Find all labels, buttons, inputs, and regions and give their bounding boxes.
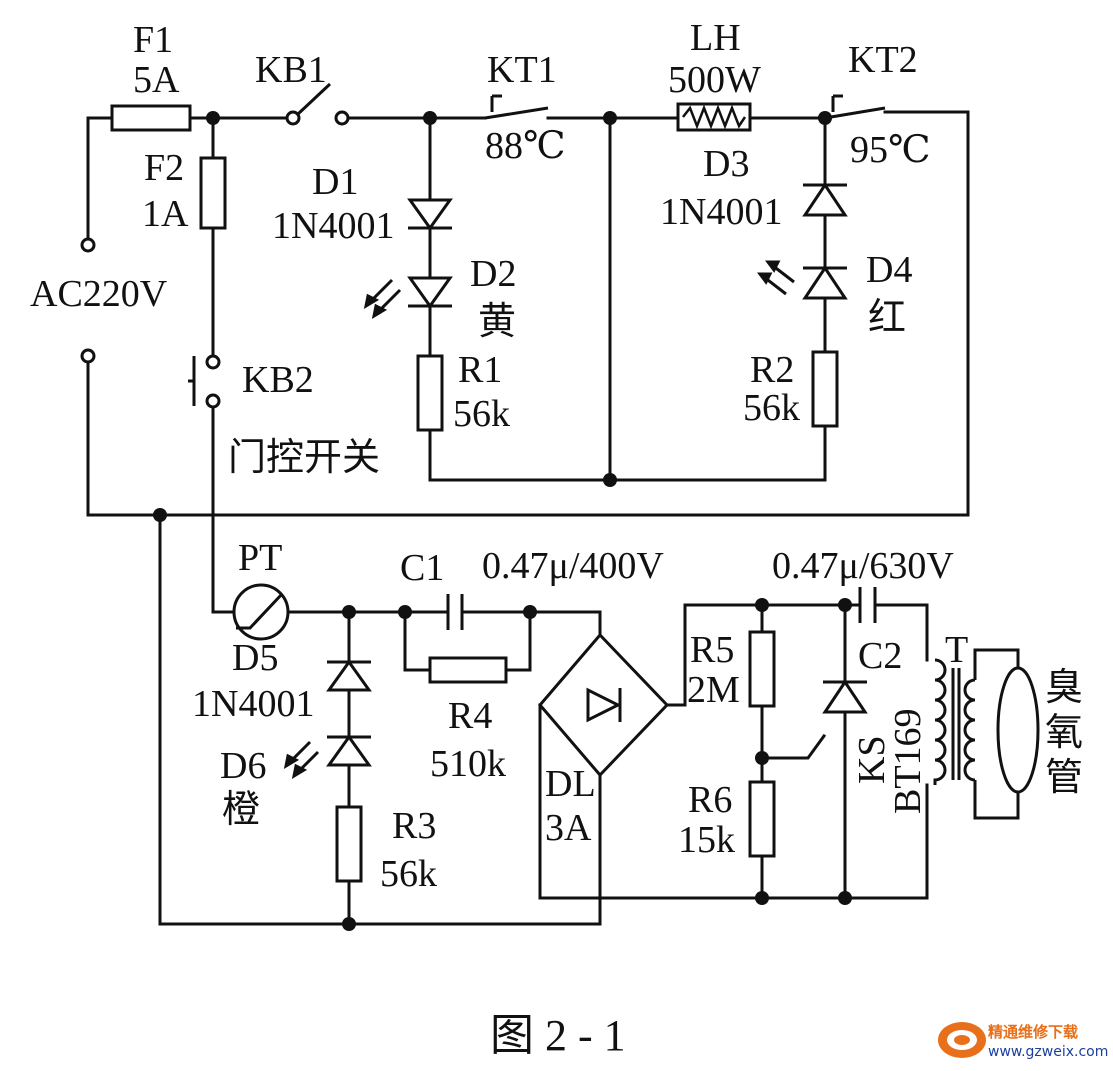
label-d5: D5 bbox=[232, 637, 278, 679]
thyristor-ks bbox=[822, 679, 868, 714]
led-d6 bbox=[283, 734, 372, 780]
capacitor-c2 bbox=[858, 587, 877, 623]
resistor-r3 bbox=[335, 805, 363, 883]
label-c2-rating: 0.47μ/630V bbox=[772, 545, 954, 587]
label-r4-value: 510k bbox=[430, 743, 506, 785]
label-r3: R3 bbox=[392, 805, 436, 847]
label-c2: C2 bbox=[858, 635, 902, 677]
heater-lh bbox=[676, 102, 752, 132]
watermark: 精通维修下载 www.gzweix.com bbox=[938, 1022, 1108, 1060]
label-d4: D4 bbox=[866, 249, 912, 291]
label-r5-value: 2M bbox=[687, 669, 740, 711]
label-c1: C1 bbox=[400, 547, 444, 589]
label-ks: KS bbox=[851, 735, 893, 784]
label-dl: DL bbox=[545, 763, 596, 805]
label-ozone-3: 管 bbox=[1045, 757, 1083, 799]
switch-kb1 bbox=[285, 82, 350, 126]
label-f2-rating: 1A bbox=[142, 193, 189, 235]
label-c1-rating: 0.47μ/400V bbox=[482, 545, 664, 587]
label-d2-color: 黄 bbox=[478, 301, 516, 343]
ac-terminals bbox=[80, 237, 96, 364]
label-r4: R4 bbox=[448, 695, 492, 737]
label-t: T bbox=[945, 629, 968, 671]
ptc-pt bbox=[232, 583, 290, 641]
resistor-r6 bbox=[748, 780, 776, 858]
thermostat-kt2 bbox=[824, 94, 886, 120]
bridge-rectifier-dl bbox=[538, 632, 670, 778]
figure-caption: 图 2 - 1 bbox=[490, 1011, 626, 1060]
resistor-r4 bbox=[428, 656, 508, 684]
label-kb2: KB2 bbox=[242, 359, 314, 401]
label-kb1: KB1 bbox=[255, 49, 327, 91]
diode-d1 bbox=[407, 198, 453, 231]
watermark-site-name: 精通维修下载 bbox=[988, 1023, 1078, 1041]
label-kt1-temp: 88℃ bbox=[485, 125, 566, 167]
label-ozone-1: 臭 bbox=[1045, 667, 1083, 709]
fuse-f1 bbox=[110, 104, 192, 132]
label-ozone-2: 氧 bbox=[1045, 712, 1083, 754]
label-d3: D3 bbox=[703, 143, 749, 185]
label-ac: AC220V bbox=[30, 273, 168, 315]
wires bbox=[86, 110, 970, 926]
label-kt2-temp: 95℃ bbox=[850, 129, 931, 171]
label-r5: R5 bbox=[690, 629, 734, 671]
label-lh: LH bbox=[690, 17, 741, 59]
resistor-r5 bbox=[748, 630, 776, 708]
label-f1-rating: 5A bbox=[133, 59, 180, 101]
diode-d3 bbox=[802, 182, 848, 217]
watermark-url: www.gzweix.com bbox=[988, 1044, 1108, 1060]
label-r6: R6 bbox=[688, 779, 732, 821]
labels: F1 5A KB1 KT1 88℃ LH 500W KT2 95℃ F2 1A … bbox=[30, 17, 1083, 1060]
label-d4-color: 红 bbox=[868, 297, 906, 339]
label-lh-power: 500W bbox=[668, 59, 761, 101]
label-r3-value: 56k bbox=[380, 853, 437, 895]
label-kt2: KT2 bbox=[848, 39, 918, 81]
led-d2 bbox=[363, 276, 453, 320]
label-kt1: KT1 bbox=[487, 49, 557, 91]
led-d4 bbox=[757, 260, 848, 300]
label-r2-value: 56k bbox=[743, 387, 800, 429]
label-f1: F1 bbox=[133, 19, 173, 61]
ozone-tube bbox=[996, 666, 1040, 794]
label-d2: D2 bbox=[470, 253, 516, 295]
resistor-r1 bbox=[416, 354, 444, 432]
transformer-t bbox=[933, 648, 1020, 820]
label-r1-value: 56k bbox=[453, 393, 510, 435]
label-pt: PT bbox=[238, 537, 282, 579]
fuse-f2 bbox=[199, 156, 227, 230]
label-r1: R1 bbox=[458, 349, 502, 391]
label-d1: D1 bbox=[312, 161, 358, 203]
label-d3-part: 1N4001 bbox=[660, 191, 782, 233]
label-d6: D6 bbox=[220, 745, 266, 787]
label-d1-part: 1N4001 bbox=[272, 205, 394, 247]
label-ks-part: BT169 bbox=[887, 708, 929, 814]
label-r6-value: 15k bbox=[678, 819, 735, 861]
label-dl-rating: 3A bbox=[545, 807, 592, 849]
label-d6-color: 橙 bbox=[222, 789, 260, 831]
diode-d5 bbox=[326, 659, 372, 692]
switch-kb2 bbox=[188, 354, 221, 409]
thermostat-kt1 bbox=[484, 94, 549, 120]
resistor-r2 bbox=[811, 350, 839, 428]
label-f2: F2 bbox=[144, 147, 184, 189]
label-door-switch: 门控开关 bbox=[228, 437, 380, 479]
label-r2: R2 bbox=[750, 349, 794, 391]
capacitor-c1 bbox=[446, 594, 464, 630]
label-d5-part: 1N4001 bbox=[192, 683, 314, 725]
